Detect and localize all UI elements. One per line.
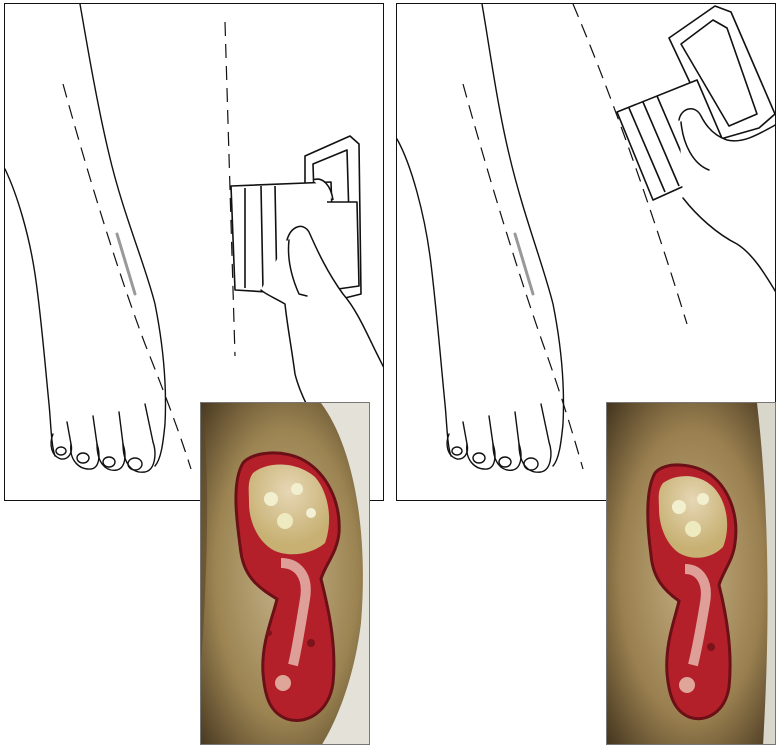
leg-outline-back [5,169,55,456]
leg-axis-line [63,84,191,469]
leg-outline-front [80,4,166,466]
leg-axis-line [463,84,583,469]
leg-outline-back [397,139,451,456]
wound-photo-right [606,402,776,745]
wound-photo-left [200,402,370,745]
leg-outline-front [482,4,564,466]
